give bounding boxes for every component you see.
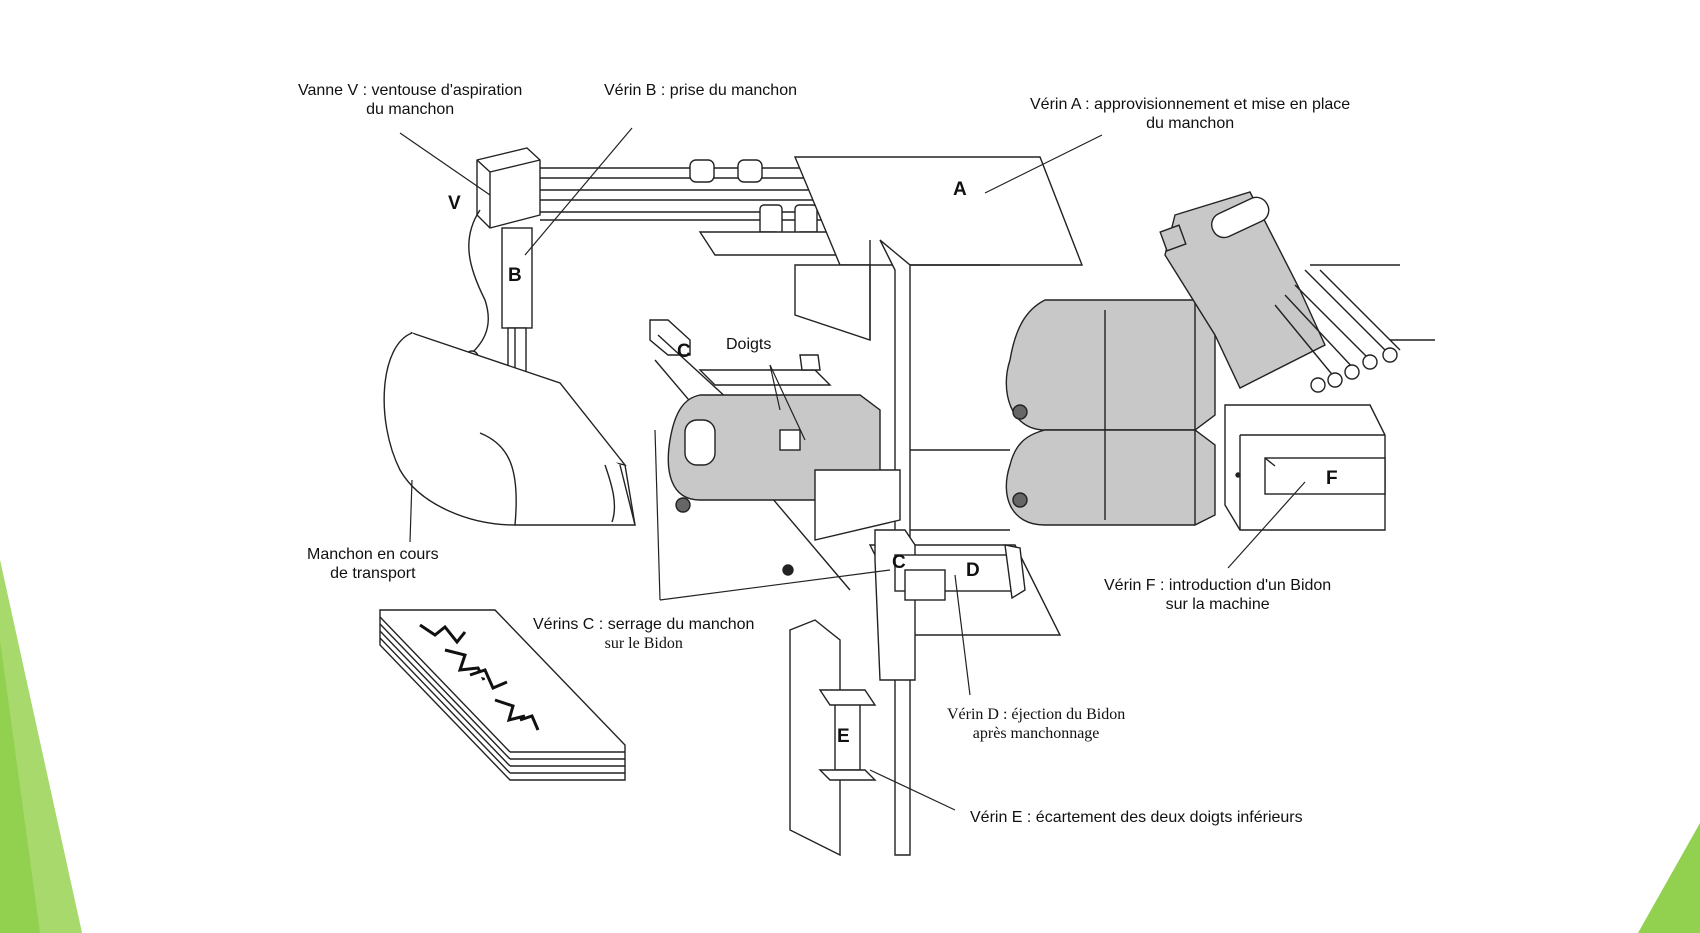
manchon-roll: [383, 331, 636, 526]
label-verin-f-line2: sur la machine: [1165, 596, 1270, 613]
label-verins-c-line2: sur le Bidon: [604, 635, 683, 652]
letter-d: D: [966, 560, 980, 581]
label-verin-a-line1: Vérin A : approvisionnement et mise en p…: [1030, 96, 1351, 113]
left-green-triangle-light: [0, 560, 82, 933]
label-manchon-line2: de transport: [330, 565, 416, 582]
main-frame: [794, 239, 1010, 856]
label-verin-f-line1: Vérin F : introduction d'un Bidon: [1104, 577, 1332, 594]
letter-v: V: [448, 193, 461, 214]
label-verin-d-line2: après manchonnage: [972, 725, 1100, 742]
letter-b: B: [508, 265, 522, 286]
label-verins-c-line1: Vérins C : serrage du manchon: [533, 616, 755, 633]
label-vanne-v: Vanne V : ventouse d'aspiration du manch…: [298, 81, 522, 119]
label-verin-b-line1: Vérin B : prise du manchon: [604, 82, 797, 99]
label-doigts: Doigts: [726, 335, 771, 354]
manchon-stack: [379, 609, 626, 781]
bidon-stack: [1005, 299, 1216, 526]
verin-f-base: [1224, 404, 1386, 531]
bidon-incoming: [1159, 191, 1326, 389]
label-verin-e-line1: Vérin E : écartement des deux doigts inf…: [970, 809, 1303, 826]
label-verin-b: Vérin B : prise du manchon: [604, 81, 797, 100]
letter-e: E: [837, 726, 850, 747]
label-doigts-line1: Doigts: [726, 336, 772, 353]
lower-assembly: [782, 469, 1062, 857]
top-frame-plate: [793, 156, 1084, 266]
right-green-triangle: [1638, 823, 1700, 933]
label-verin-d-line1: Vérin D : éjection du Bidon: [947, 706, 1126, 723]
letter-c-lower: C: [892, 552, 906, 573]
leader-lines: [399, 127, 1306, 811]
conveyor-rollers: [1274, 264, 1435, 393]
label-vanne-v-line1: Vanne V : ventouse d'aspiration: [298, 82, 523, 99]
label-verin-a: Vérin A : approvisionnement et mise en p…: [1030, 95, 1350, 133]
label-verin-a-line2: du manchon: [1146, 115, 1235, 132]
letter-f: F: [1326, 468, 1338, 489]
suction-hose: [468, 209, 489, 356]
letter-c-upper: C: [677, 341, 691, 362]
label-verin-e: Vérin E : écartement des deux doigts inf…: [970, 808, 1303, 827]
label-vanne-v-line2: du manchon: [366, 101, 455, 118]
label-manchon: Manchon en cours de transport: [307, 545, 439, 583]
label-verin-d: Vérin D : éjection du Bidon après mancho…: [947, 705, 1125, 743]
label-manchon-line1: Manchon en cours: [307, 546, 439, 563]
letter-a: A: [953, 179, 967, 200]
vanne-v-block: [476, 147, 541, 229]
label-verin-f: Vérin F : introduction d'un Bidon sur la…: [1104, 576, 1331, 614]
label-verins-c: Vérins C : serrage du manchon sur le Bid…: [533, 615, 754, 653]
